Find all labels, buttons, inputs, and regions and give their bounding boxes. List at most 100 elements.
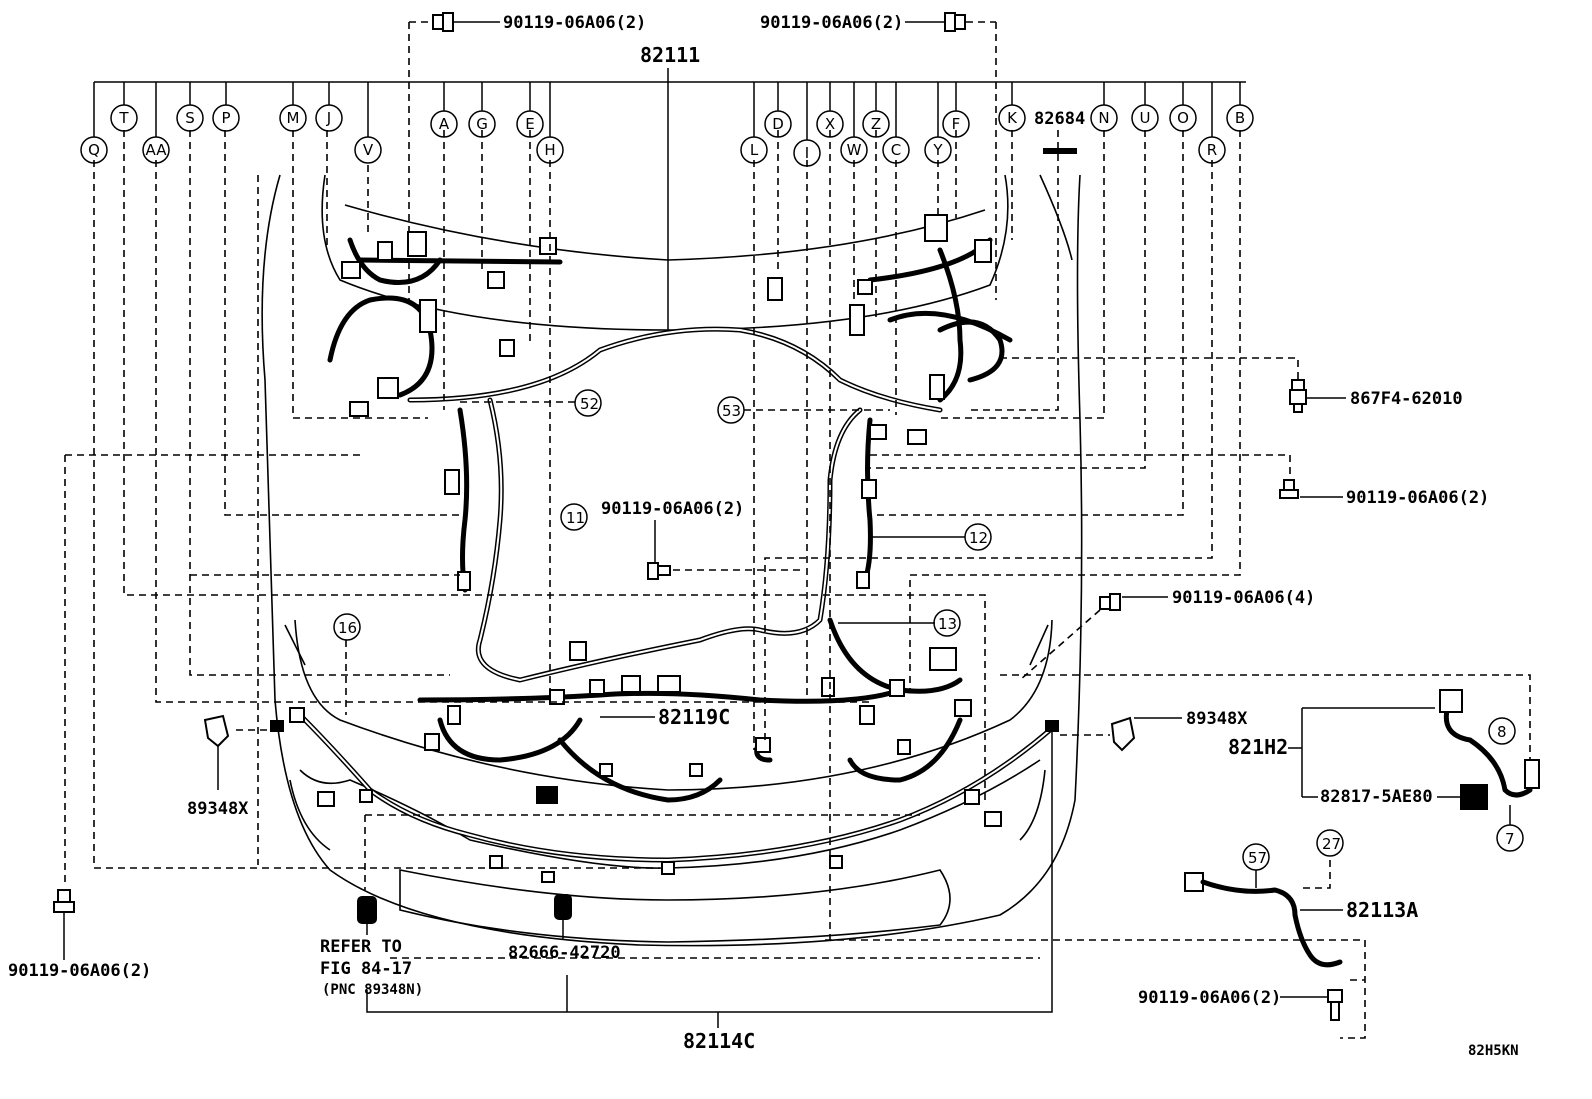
- callout-letter-F: F: [952, 115, 961, 133]
- svg-text:57: 57: [1248, 849, 1267, 867]
- callout-letter-E: E: [525, 115, 534, 133]
- svg-text:(PNC 89348N): (PNC 89348N): [322, 982, 423, 998]
- callout-letter-J: J: [326, 109, 331, 127]
- callout-letter-U: U: [1140, 109, 1151, 127]
- svg-text:82113A: 82113A: [1346, 898, 1418, 922]
- callout-J: J: [315, 104, 343, 132]
- harness-connectors: [270, 214, 1059, 883]
- callout-letter-Q: Q: [88, 141, 100, 159]
- vehicle-body-outline: [261, 174, 1083, 947]
- callout-Y: Y: [924, 136, 952, 164]
- callout-52: 52: [460, 389, 602, 417]
- callout-H: H: [536, 136, 564, 164]
- svg-text:11: 11: [566, 509, 585, 527]
- callout-13: 13: [838, 609, 961, 637]
- svg-text:REFER TO: REFER TO: [320, 937, 402, 957]
- svg-text:27: 27: [1322, 835, 1341, 853]
- callout-letter-G: G: [476, 115, 488, 133]
- label-82684: 82684: [1034, 109, 1085, 129]
- top-left-bolt: 90119-06A06(2): [409, 12, 646, 33]
- callout-K: K: [998, 104, 1026, 132]
- svg-text:13: 13: [938, 615, 957, 633]
- svg-text:82666-42720: 82666-42720: [508, 943, 621, 963]
- callout-letter-C: C: [891, 141, 901, 159]
- svg-text:90119-06A06(2): 90119-06A06(2): [601, 499, 744, 519]
- part-82113A: 57 27 82113A: [1184, 829, 1418, 968]
- svg-text:82119C: 82119C: [658, 705, 730, 729]
- callout-B: B: [1226, 104, 1254, 132]
- part-82119C: 82119C: [600, 705, 730, 729]
- svg-text:82114C: 82114C: [683, 1029, 755, 1053]
- callout-C: C: [882, 136, 910, 164]
- callout-letter-M: M: [287, 109, 300, 127]
- callout-R: R: [1198, 136, 1226, 164]
- callout-letter-Y: Y: [932, 141, 943, 159]
- bolt-lower-right: 90119-06A06(2): [1138, 988, 1343, 1021]
- callout-V: V: [354, 136, 382, 164]
- callout-letter-A: A: [439, 115, 450, 133]
- svg-text:7: 7: [1505, 830, 1515, 848]
- grommets-82666: 82666-42720: [357, 894, 621, 963]
- callout-letter-S: S: [185, 109, 195, 127]
- callout-P: P: [212, 104, 240, 132]
- top-right-bolt: 90119-06A06(2): [760, 12, 996, 33]
- svg-text:90119-06A06(2): 90119-06A06(2): [1138, 988, 1281, 1008]
- callout-letter-H: H: [544, 141, 555, 159]
- svg-text:16: 16: [338, 619, 357, 637]
- callout-letter-B: B: [1235, 109, 1245, 127]
- svg-text:89348X: 89348X: [187, 799, 249, 819]
- callout-N: N: [1090, 104, 1118, 132]
- callout-letter-X: X: [825, 115, 835, 133]
- top-right-bolt-label: 90119-06A06(2): [760, 13, 903, 33]
- svg-text:821H2: 821H2: [1228, 735, 1288, 759]
- callout-S: S: [176, 104, 204, 132]
- bolt-center: 90119-06A06(2): [601, 499, 744, 580]
- svg-text:82817-5AE80: 82817-5AE80: [1320, 787, 1433, 807]
- svg-text:867F4-62010: 867F4-62010: [1350, 389, 1463, 409]
- top-left-bolt-label: 90119-06A06(2): [503, 13, 646, 33]
- svg-text:90119-06A06(2): 90119-06A06(2): [1346, 488, 1489, 508]
- svg-text:90119-06A06(4): 90119-06A06(4): [1172, 588, 1315, 608]
- bracket-82114C: 82114C: [366, 730, 1053, 1053]
- callout-letter-V: V: [363, 141, 374, 159]
- callout-circle-J: [315, 104, 343, 132]
- svg-text:89348X: 89348X: [1186, 709, 1248, 729]
- svg-text:FIG 84-17: FIG 84-17: [320, 959, 412, 979]
- callout-Q: Q: [80, 136, 108, 164]
- leader-lines: [64, 130, 1531, 1039]
- callout-L: L: [740, 136, 768, 164]
- svg-text:52: 52: [580, 395, 599, 413]
- callout-letter-W: W: [847, 141, 862, 159]
- callout-11: 11: [560, 503, 588, 531]
- callout-53: 53: [717, 396, 890, 424]
- callout-letter-N: N: [1098, 109, 1109, 127]
- callout-W: W: [840, 136, 868, 164]
- svg-text:53: 53: [722, 402, 741, 420]
- callout-U: U: [1131, 104, 1159, 132]
- bolt-right-1: 90119-06A06(2): [1279, 479, 1489, 508]
- part-867F4: 867F4-62010: [1289, 379, 1463, 413]
- bolt-lower-left: 90119-06A06(2): [8, 889, 151, 981]
- callout-letter-D: D: [772, 115, 784, 133]
- svg-text:90119-06A06(2): 90119-06A06(2): [8, 961, 151, 981]
- svg-text:12: 12: [969, 529, 988, 547]
- callout-letter-L: L: [750, 141, 759, 159]
- callout-O: O: [1169, 104, 1197, 132]
- callout-letter-P: P: [221, 109, 230, 127]
- callout-M: M: [279, 104, 307, 132]
- diagram-id: 82H5KN: [1468, 1043, 1519, 1059]
- refer-note: REFER TO FIG 84-17 (PNC 89348N): [320, 937, 423, 998]
- callout-letter-K: K: [1007, 109, 1018, 127]
- callout-circle-P: [212, 104, 240, 132]
- clip-89348X-left: 89348X: [187, 714, 249, 819]
- svg-text:8: 8: [1497, 723, 1507, 741]
- callout-AA: AA: [142, 136, 170, 164]
- callout-letter-O: O: [1177, 109, 1189, 127]
- callout-12: 12: [872, 523, 992, 551]
- callout-letter-AA: AA: [146, 141, 168, 159]
- callout-letter-I: I: [805, 144, 809, 162]
- callout-T: T: [110, 104, 138, 132]
- main-harness-label: 82111: [640, 43, 700, 67]
- callout-circle-V: [354, 136, 382, 164]
